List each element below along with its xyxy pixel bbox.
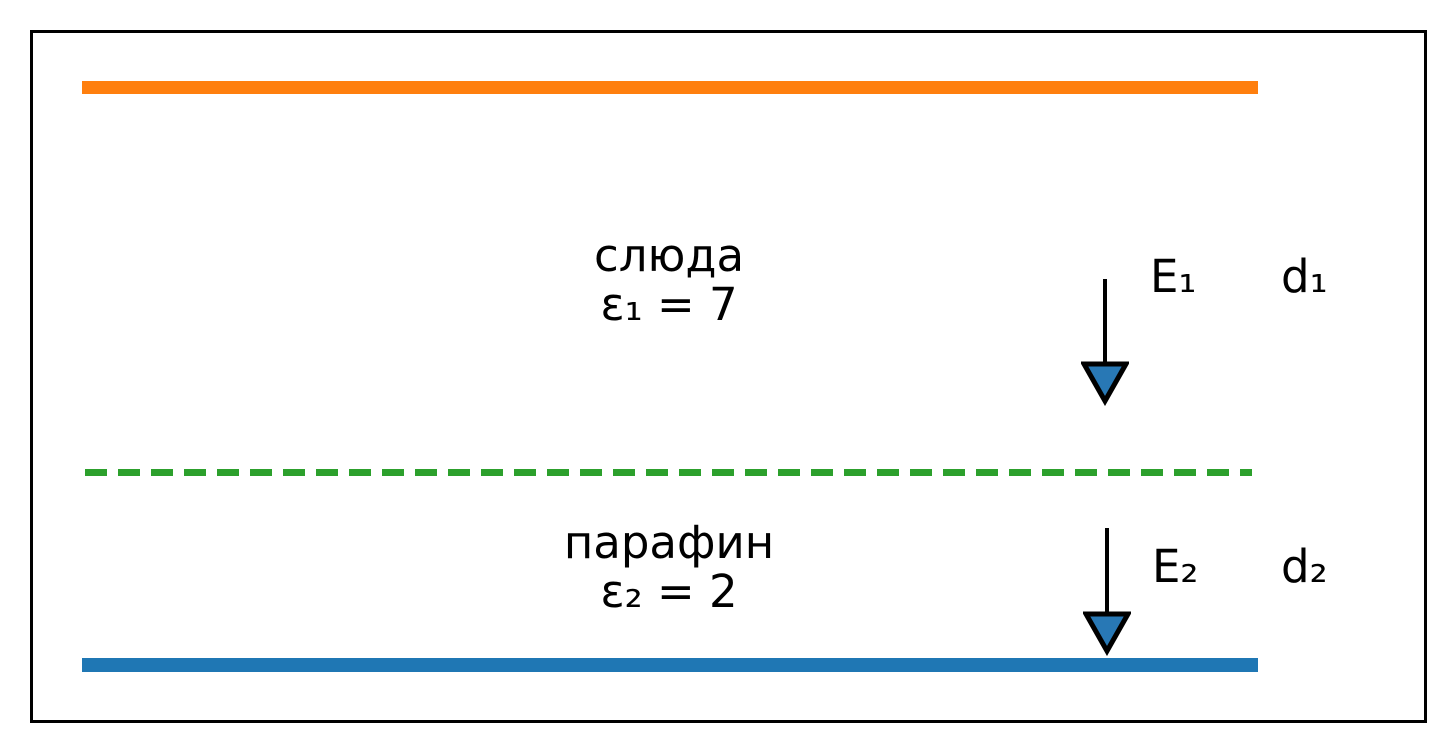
bottom-capacitor-plate [82,658,1258,672]
layer2-permittivity-value: ε₂ = 2 [600,565,738,618]
layer1-material-name: слюда [593,229,745,282]
e1-field-arrow-head-icon [1081,361,1129,406]
dielectric-interface-dashed-line [85,469,1252,476]
e1-arrowhead-triangle [1081,361,1129,406]
e2-field-arrow-head-icon [1083,611,1131,656]
d2-thickness-label: d₂ [1281,540,1328,593]
layer2-material-name: парафин [563,516,775,569]
e2-field-label: E₂ [1152,540,1199,593]
diagram-frame-border [30,30,1427,723]
e1-field-arrow-shaft [1103,279,1107,364]
top-capacitor-plate [82,81,1258,94]
layer2-label-block: парафин ε₂ = 2 [519,518,819,616]
d1-thickness-label: d₁ [1281,250,1328,303]
layer1-label-block: слюда ε₁ = 7 [519,231,819,329]
e2-field-arrow-shaft [1105,528,1109,613]
layer1-permittivity-value: ε₁ = 7 [600,278,738,331]
e2-arrowhead-triangle [1083,611,1131,656]
e1-field-label: E₁ [1150,250,1197,303]
